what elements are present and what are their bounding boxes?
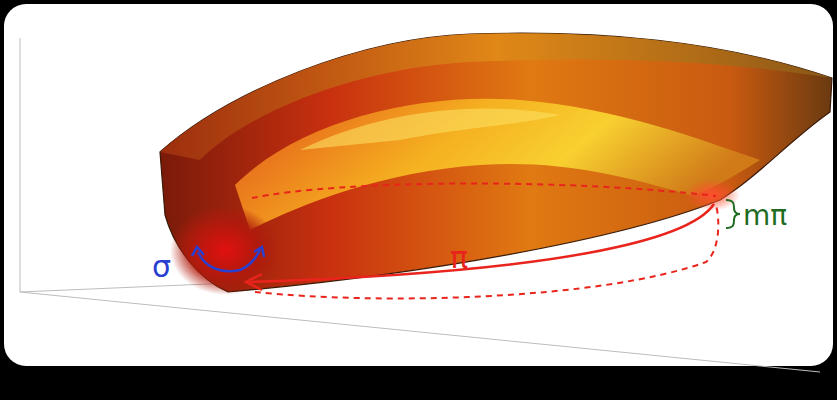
- panel: [4, 4, 833, 366]
- hump: [235, 99, 760, 230]
- pi-label: π: [450, 243, 468, 273]
- sigma-label: σ: [152, 252, 171, 282]
- pi-dashed-orbit: [252, 183, 718, 298]
- pi-arrow: [246, 204, 714, 290]
- pion-mass-label: mπ: [743, 202, 787, 230]
- sigma-arrows: [192, 247, 264, 271]
- hump-highlight: [300, 108, 560, 150]
- mass-brace: [726, 200, 740, 228]
